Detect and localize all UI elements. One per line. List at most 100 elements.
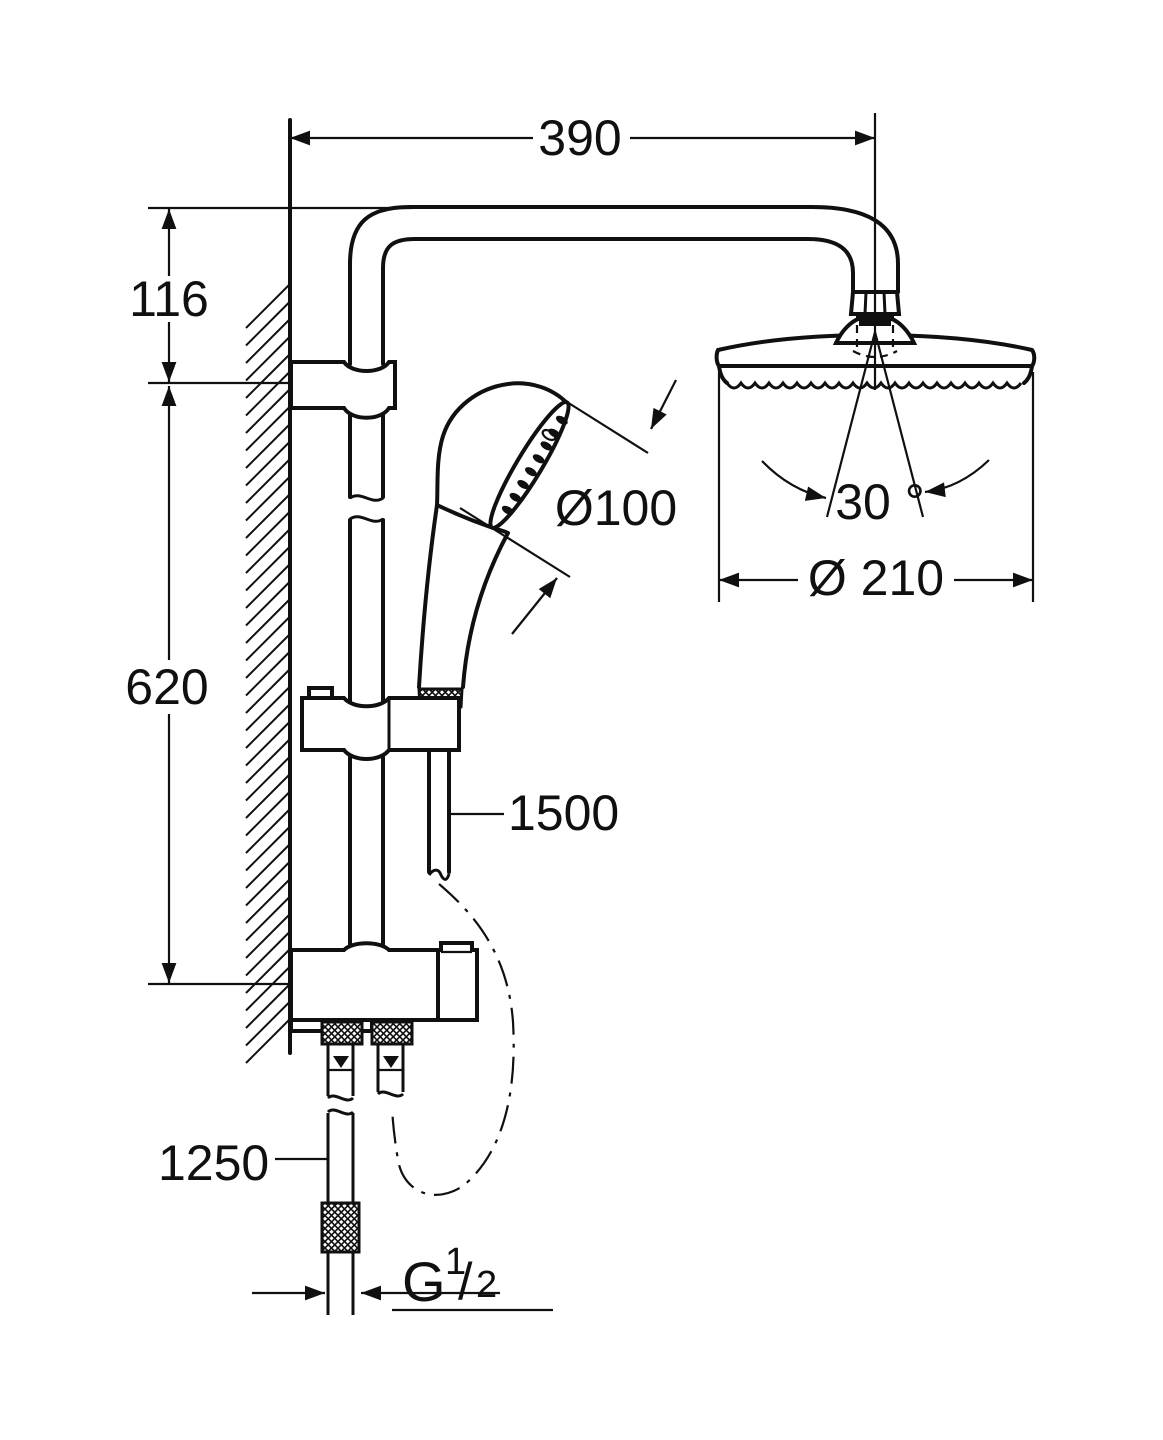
slider-bracket	[300, 686, 461, 761]
dim-100-arrow-bottom	[511, 577, 558, 635]
dim-100-extension-top	[566, 401, 649, 454]
overlay-dimension-lines	[252, 113, 1035, 1312]
wall-hatch-line	[245, 965, 291, 1012]
wall-hatch-line	[245, 720, 291, 767]
thread-denominator: 2	[476, 1264, 497, 1306]
wall-hatch-line	[245, 738, 291, 784]
wall-hatch-line	[245, 668, 291, 714]
hand-shower-nozzles	[501, 415, 568, 515]
wall-hatch-line	[245, 790, 291, 837]
supply-connections	[320, 1044, 405, 1315]
head-shower-skirt-left	[717, 364, 729, 385]
slider-bracket-body	[300, 696, 461, 761]
angle-arc-arrow-right	[924, 459, 990, 498]
rail-break-mark	[349, 515, 384, 523]
wall-hatch-line	[245, 895, 291, 942]
hand-shower-head-back	[435, 381, 569, 507]
hose-nut-left	[320, 1020, 364, 1046]
shower-arm-outer-edge	[348, 205, 900, 294]
hand-shower-nozzle-dot	[532, 454, 545, 464]
tube-break-mark	[326, 1094, 355, 1102]
thread-size-label: G 1 / 2	[402, 1241, 497, 1313]
wall-hatch-line	[245, 1000, 291, 1047]
wall-hatch-line	[245, 283, 291, 329]
wall-hatch-line	[245, 983, 291, 1029]
wall-hatch-line	[245, 685, 291, 732]
dim-top-width-label: 390	[538, 110, 621, 166]
wall-hatch-line	[245, 423, 291, 469]
wall-hatch-line	[245, 493, 291, 539]
dimension-lines	[148, 130, 875, 1161]
wall-hatch-line	[245, 370, 291, 417]
wall-hatch-line	[245, 335, 291, 382]
hand-shower	[417, 381, 571, 714]
shower-arm	[348, 205, 900, 294]
hand-shower-nozzle-dot	[548, 428, 560, 438]
wall-hatch-line	[245, 388, 291, 434]
wall-hatch-line	[245, 930, 291, 977]
angle-arc-arrow-left	[761, 460, 827, 501]
tube-break-mark	[376, 1090, 405, 1098]
hex-nut-facets	[863, 291, 887, 315]
wall-hatch-line	[245, 825, 291, 872]
hand-shower-neck-line	[435, 503, 508, 534]
wall-hatch-line	[245, 650, 291, 697]
shower-rail	[348, 262, 385, 946]
dim-hose-length-label: 1500	[508, 785, 619, 841]
tube-mark	[333, 1056, 349, 1068]
thread-slash: /	[458, 1253, 473, 1311]
wall-hatch-line	[245, 580, 291, 627]
wall-hatch-line	[245, 913, 291, 959]
shower-hose	[390, 748, 515, 1196]
hand-shower-nozzle-dot	[509, 492, 522, 502]
wall-hatch-line	[245, 948, 291, 994]
wall-hatch-line	[245, 703, 291, 749]
rail-break-mark	[349, 494, 384, 502]
hand-shower-nozzle-dot	[501, 505, 514, 515]
hose-nut-right	[370, 1020, 414, 1046]
wall-hatch-line	[245, 475, 291, 522]
wall-hatch-line	[245, 318, 291, 364]
diverter-knob	[436, 941, 479, 1022]
wall-hatch-line	[245, 598, 291, 644]
hand-shower-handle-left	[417, 503, 439, 689]
angle-ray-right	[873, 331, 925, 518]
wall-hatch-line	[245, 1018, 291, 1064]
dimension-labels: 390 116 620 Ø100 30 ° Ø 210 1500 1250 G …	[125, 110, 944, 1313]
wall-hatch-line	[245, 773, 291, 819]
wall-bracket	[289, 360, 397, 420]
dim-head-angle-label: 30 °	[835, 474, 925, 530]
wall-hatch-line	[245, 510, 291, 557]
diverter-block	[289, 941, 479, 1046]
wall-hatch-line	[245, 458, 291, 504]
wall	[245, 118, 292, 1064]
tube-mark	[383, 1056, 399, 1068]
hand-shower-nozzle-dot	[517, 479, 530, 490]
shower-arm-inner-edge	[381, 237, 855, 294]
thread-numerator: 1	[445, 1241, 466, 1283]
dim-head-diameter-label: Ø 210	[808, 550, 944, 606]
wall-hatch-line	[245, 843, 291, 889]
dim-rail-height-label: 620	[125, 659, 208, 715]
hose-break-mark	[427, 868, 451, 881]
hand-shower-nozzle-dot	[555, 415, 568, 425]
dim-hand-shower-diameter-label: Ø100	[555, 480, 677, 536]
supply-hose-nut	[320, 1201, 361, 1254]
angle-ray-left	[825, 331, 877, 518]
wall-hatch	[245, 283, 291, 1064]
hand-shower-handle-right	[461, 531, 510, 689]
diverter-body	[289, 941, 440, 1022]
hand-shower-nozzle-dot	[525, 467, 537, 477]
dim-supply-length-label: 1250	[158, 1135, 269, 1191]
wall-hatch-line	[245, 878, 291, 924]
wall-hatch-line	[245, 563, 291, 609]
dim-100-extension-bottom	[459, 507, 571, 578]
wall-hatch-line	[245, 755, 291, 802]
hand-shower-nozzle-dot	[540, 441, 553, 451]
wall-hatch-line	[245, 353, 291, 399]
tube-break-mark	[326, 1108, 355, 1116]
wall-hatch-line	[245, 545, 291, 592]
wall-hatch-line	[245, 860, 291, 907]
